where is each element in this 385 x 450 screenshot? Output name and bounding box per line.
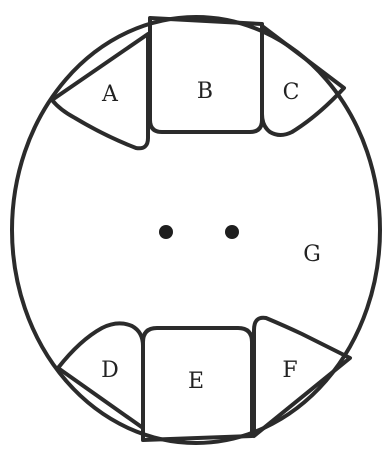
left-dot [159,225,173,239]
label-e: E [188,369,204,394]
right-dot [225,225,239,239]
label-a: A [101,82,119,107]
label-c: C [283,80,300,105]
label-g: G [303,242,321,267]
label-f: F [282,358,297,383]
label-d: D [101,358,119,383]
label-b: B [197,79,213,104]
